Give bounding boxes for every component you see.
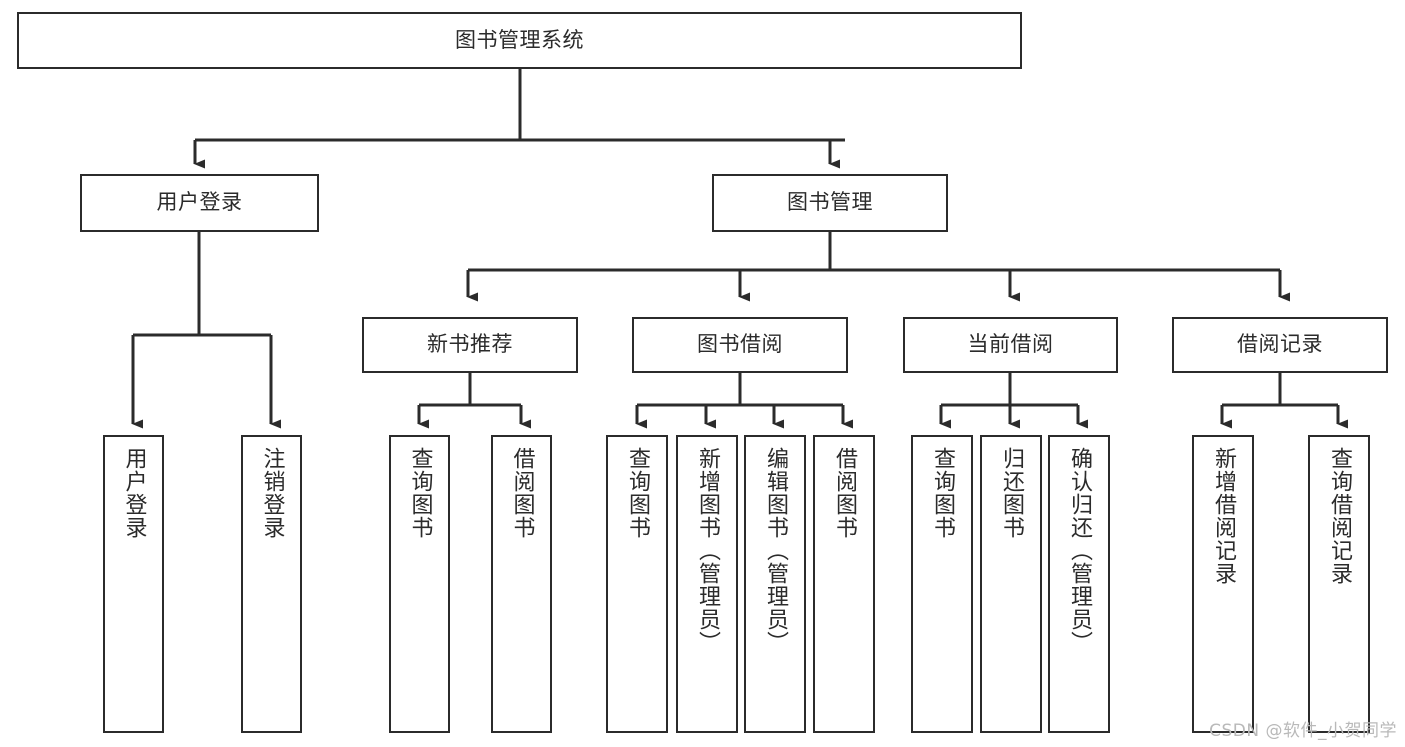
node-label: 图书管理系统 <box>455 27 584 52</box>
node-user-login[interactable]: 用户登录 <box>80 174 319 232</box>
node-current-borrow[interactable]: 当前借阅 <box>903 317 1118 373</box>
leaf-borrow-record-query[interactable]: 查询借阅记录 <box>1308 435 1370 733</box>
leaf-book-borrow-edit[interactable]: 编辑图书（管理员） <box>744 435 806 733</box>
leaf-current-borrow-confirm-return[interactable]: 确认归还（管理员） <box>1048 435 1110 733</box>
node-label: 借阅记录 <box>1237 332 1323 357</box>
node-label: 图书管理 <box>787 190 873 215</box>
node-book-borrow[interactable]: 图书借阅 <box>632 317 848 373</box>
leaf-user-login-logout[interactable]: 注销登录 <box>241 435 302 733</box>
node-label: 借阅图书 <box>509 447 535 539</box>
leaf-new-book-query[interactable]: 查询图书 <box>389 435 450 733</box>
leaf-book-borrow-borrow[interactable]: 借阅图书 <box>813 435 875 733</box>
node-label: 查询图书 <box>407 447 433 539</box>
node-label: 查询图书 <box>929 447 955 539</box>
node-label: 编辑图书（管理员） <box>762 447 788 654</box>
node-root-system[interactable]: 图书管理系统 <box>17 12 1022 69</box>
leaf-book-borrow-add[interactable]: 新增图书（管理员） <box>676 435 738 733</box>
node-new-book-recommend[interactable]: 新书推荐 <box>362 317 578 373</box>
leaf-borrow-record-add[interactable]: 新增借阅记录 <box>1192 435 1254 733</box>
node-label: 确认归还（管理员） <box>1066 447 1092 654</box>
node-label: 图书借阅 <box>697 332 783 357</box>
node-label: 查询图书 <box>624 447 650 539</box>
node-label: 新增借阅记录 <box>1210 447 1236 585</box>
watermark-text: CSDN @软件_小贺同学 <box>1209 721 1397 741</box>
leaf-book-borrow-query[interactable]: 查询图书 <box>606 435 668 733</box>
node-label: 借阅图书 <box>831 447 857 539</box>
node-label: 新增图书（管理员） <box>694 447 720 654</box>
leaf-user-login-login[interactable]: 用户登录 <box>103 435 164 733</box>
leaf-current-borrow-query[interactable]: 查询图书 <box>911 435 973 733</box>
leaf-new-book-borrow[interactable]: 借阅图书 <box>491 435 552 733</box>
node-label: 用户登录 <box>121 447 147 539</box>
node-label: 新书推荐 <box>427 332 513 357</box>
node-borrow-records[interactable]: 借阅记录 <box>1172 317 1388 373</box>
node-label: 归还图书 <box>998 447 1024 539</box>
node-label: 查询借阅记录 <box>1326 447 1352 585</box>
node-label: 当前借阅 <box>967 332 1054 357</box>
node-book-management[interactable]: 图书管理 <box>712 174 948 232</box>
node-label: 用户登录 <box>156 190 243 215</box>
leaf-current-borrow-return[interactable]: 归还图书 <box>980 435 1042 733</box>
node-label: 注销登录 <box>259 447 285 539</box>
